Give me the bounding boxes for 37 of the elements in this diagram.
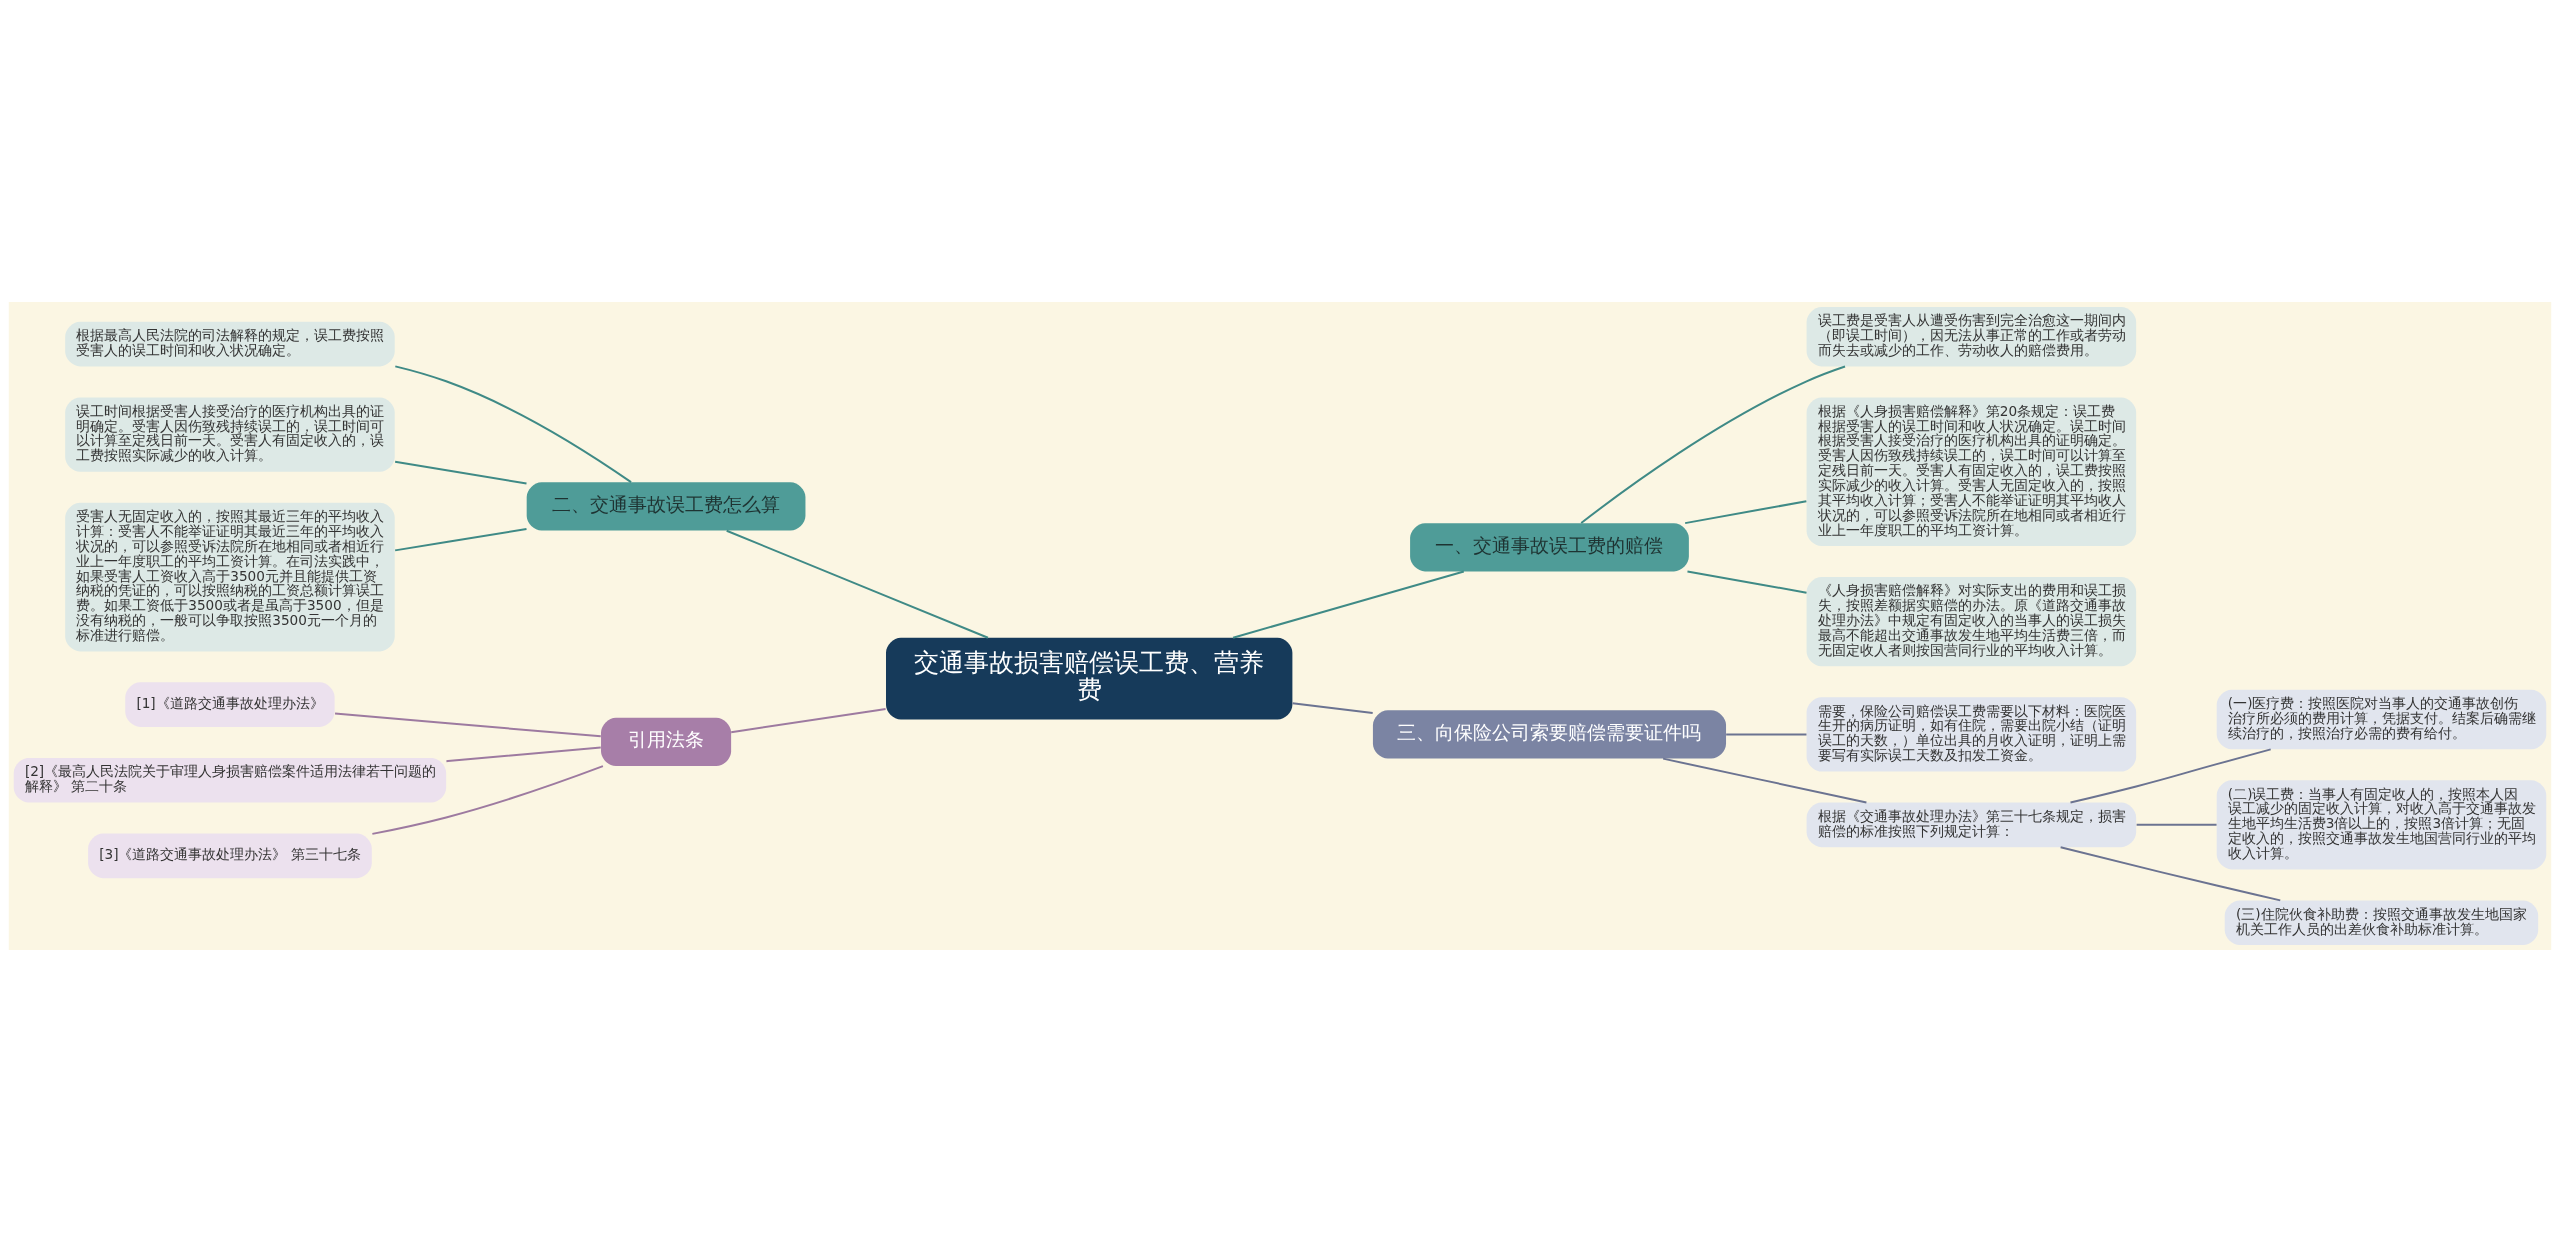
- connector: [2059, 845, 2282, 901]
- node-box: (三)住院伙食补助费：按照交通事故发生地国家机关工作人员的出差伙食补助标准计算。: [2224, 899, 2539, 945]
- connector: [445, 746, 602, 762]
- connector: [371, 764, 604, 835]
- connector: [2069, 747, 2272, 803]
- connector: [1662, 757, 1868, 803]
- node-box: (一)医疗费：按照医院对当事人的交通事故创伤治疗所必须的费用计算，凭据支付。结案后确需继续治疗的，按照治疗必需的费有给付。: [2216, 689, 2547, 749]
- connector: [730, 707, 887, 733]
- connector: [2135, 823, 2218, 826]
- node-box: 三、向保险公司索要赔偿需要证件吗: [1372, 709, 1727, 759]
- connector: [1580, 365, 1847, 524]
- node-box: 二、交通事故误工费怎么算: [526, 481, 806, 531]
- node-box: 交通事故损害赔偿误工费、营养费: [886, 637, 1293, 720]
- connector: [1232, 570, 1465, 639]
- connector: [1684, 499, 1808, 524]
- node-box: 一、交通事故误工费的赔偿: [1410, 522, 1689, 571]
- connector: [394, 460, 528, 484]
- connector: [394, 364, 633, 483]
- node-box: 根据《交通事故处理办法》第三十七条规定，损害赔偿的标准按照下列规定计算：: [1806, 802, 2137, 847]
- node-box: 《人身损害赔偿解释》对实际支出的费用和误工损失，按照差额据实赔偿的办法。原《道路交通事故处理办法》中规定有固定收入的当事人的误工损失最高不能超出交通事故发生地平均生活费三倍，而无固定收人者则按国营同行业的平均收入计算。: [1806, 576, 2137, 666]
- node-box: 误工费是受害人从遭受伤害到完全治愈这一期间内（即误工时间），因无法从事正常的工作或者劳动而失去或减少的工作、劳动收人的赔偿费用。: [1806, 306, 2137, 366]
- node-box: (二)误工费：当事人有固定收人的，按照本人因误工减少的固定收入计算，对收入高于交通事故发生地平均生活费3倍以上的，按照3倍计算；无固定收入的，按照交通事故发生地国营同行业的平均收入计算。: [2216, 779, 2547, 869]
- node-box: 误工时间根据受害人接受治疗的医疗机构出具的证明确定。受害人因伤致残持续误工的，误工时间可以计算至定残日前一天。受害人有固定收入的，误工费按照实际减少的收入计算。: [65, 396, 395, 472]
- node-box: 需要，保险公司赔偿误工费需要以下材料：医院医生开的病历证明，如有住院，需要出院小结（证明误工的天数，）单位出具的月收入证明，证明上需要写有实际误工天数及扣发工资金。: [1806, 696, 2137, 772]
- connector: [334, 712, 602, 737]
- node-box: 根据最高人民法院的司法解释的规定，误工费按照受害人的误工时间和收入状况确定。: [65, 321, 395, 366]
- connector: [1686, 570, 1808, 594]
- node-box: [1]《道路交通事故处理办法》: [125, 681, 335, 727]
- node-box: [3]《道路交通事故处理办法》 第三十七条: [88, 833, 372, 878]
- connector: [394, 527, 528, 551]
- connector: [1725, 732, 1808, 735]
- node-box: 引用法条: [601, 717, 732, 766]
- node-box: 受害人无固定收入的，按照其最近三年的平均收入计算：受害人不能举证证明其最近三年的平均收入状况的，可以参照受诉法院所在地相同或者相近行业上一年度职工的平均工资计算。在司法实践中，如果受害人工资收入高于3500元并且能提供工资纳税的凭证的，可以按照纳税的工资总额计算误工费。如果工资低于3500或者是虽高于3500，但是没有纳税的，一般可以争取按照3500元一个月的标准进行赔偿。: [65, 502, 395, 651]
- node-box: 根据《人身损害赔偿解释》第20条规定：误工费根据受害人的误工时间和收人状况确定。误工时间根据受害人接受治疗的医疗机构出具的证明确定。受害人因伤致残持续误工的，误工时间可以计算至定残日前一天。受害人有固定收入的，误工费按照实际减少的收入计算。受害人无固定收入的，按照其平均收入计算；受害人不能举证证明其平均收人状况的，可以参照受诉法院所在地相同或者相近行业上一年度职工的平均工资计算。: [1806, 396, 2137, 546]
- connector: [1291, 701, 1374, 714]
- connector: [725, 529, 989, 639]
- node-box: [2]《最高人民法院关于审理人身损害赔偿案件适用法律若干问题的解释》 第二十条: [13, 757, 447, 803]
